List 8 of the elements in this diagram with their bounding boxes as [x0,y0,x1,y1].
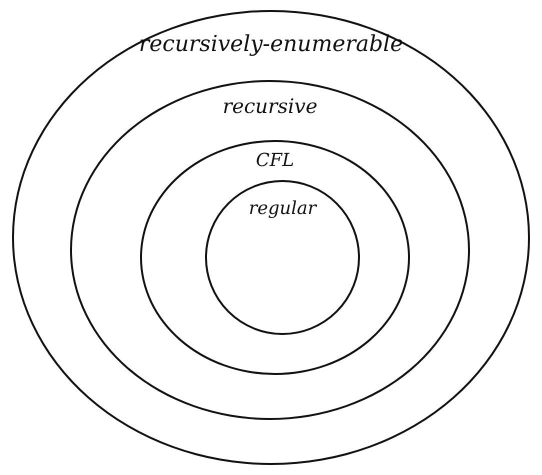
set-circle [70,80,470,420]
set-circle [12,10,530,465]
set-circle [205,180,360,335]
set-label: recursively-enumerable [138,32,404,57]
set-circle [140,140,410,375]
set-label: CFL [256,150,294,171]
set-label: recursive [222,94,318,118]
set-label: regular [248,198,316,219]
